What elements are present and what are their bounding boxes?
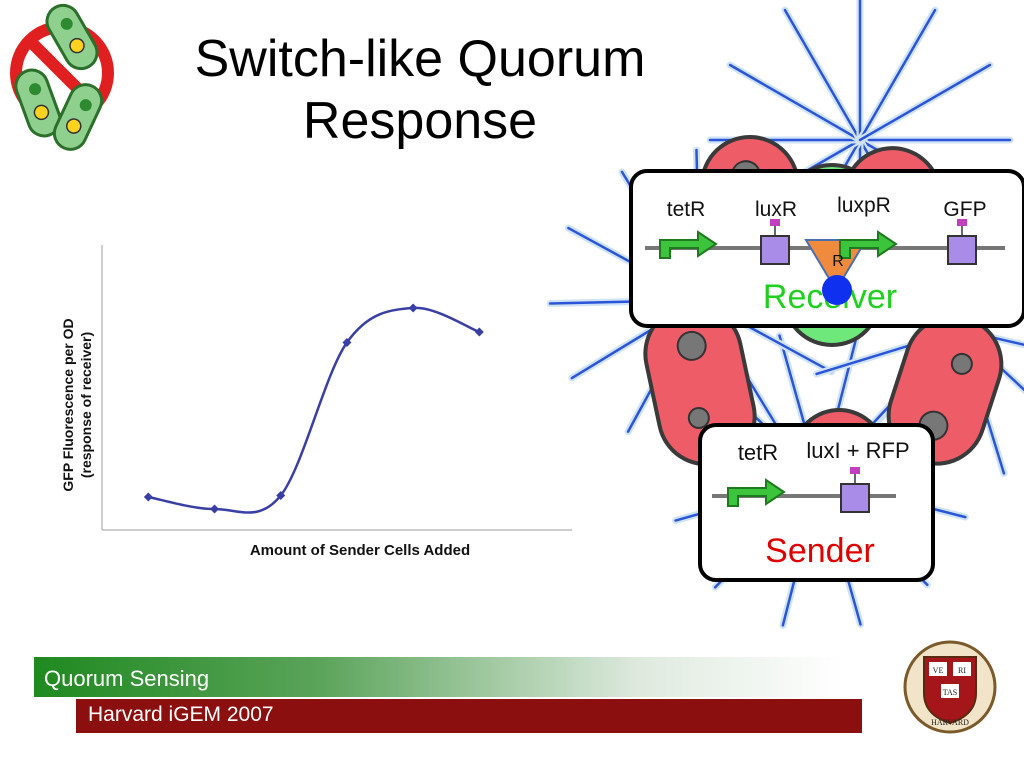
lightbulb-icon [66, 118, 82, 134]
terminator-cap [850, 467, 860, 474]
sender-gene-label-1: tetR [738, 440, 778, 465]
bacterium-body [45, 3, 99, 71]
gene-box [760, 235, 790, 265]
sender-construct-box: tetR luxI + RFP Sender [698, 423, 935, 582]
seal-book-icon [953, 662, 971, 676]
seal-motto-3: TAS [943, 688, 957, 697]
data-point-2 [210, 504, 220, 514]
y-axis-label-line-1: GFP Fluorescence per OD [60, 318, 76, 491]
sender-label: Sender [765, 532, 875, 570]
x-axis-label: Amount of Sender Cells Added [250, 542, 470, 559]
promoter-arrow-icon [659, 230, 718, 259]
igem-logo [10, 3, 114, 151]
data-point-1 [143, 492, 153, 502]
receiver-gene-label-2: luxR [755, 198, 797, 221]
bacterium-body [14, 68, 62, 138]
seal-name: HARVARD [931, 718, 969, 727]
quorum-response-chart: GFP Fluorescence per OD(response of rece… [60, 245, 572, 559]
seal-book-icon [941, 684, 959, 698]
footer-bar [34, 657, 844, 697]
gene-box [947, 235, 977, 265]
sender-gene-label-2: luxI + RFP [806, 438, 909, 463]
data-point-4 [342, 338, 352, 347]
sender-box-border [698, 423, 935, 582]
data-point-6 [474, 327, 484, 337]
logo-bacterium-3 [52, 83, 104, 151]
virus-icon [687, 406, 710, 429]
receiver-gene-label-4: GFP [943, 198, 986, 221]
virus-icon [79, 99, 92, 112]
receiver-gene-label-3: luxpR [837, 194, 891, 217]
virus-icon [950, 352, 973, 375]
slide-title: Switch-like Quorum Response [150, 28, 690, 152]
virus-icon [60, 17, 73, 30]
virus-icon [676, 330, 707, 361]
logo-bacterium-1 [45, 3, 99, 71]
y-axis-label-line-2: (response of receiver) [78, 332, 94, 478]
terminator-cap [957, 219, 967, 226]
repressor-label: R [832, 253, 844, 270]
promoter-arrow-icon [727, 478, 786, 507]
data-point-3 [276, 491, 286, 500]
seal-motto-2: RI [958, 666, 966, 675]
series-line [148, 306, 480, 514]
gene-box [840, 483, 870, 513]
logo-bacterium-2 [14, 68, 62, 138]
footer-subtitle: Harvard iGEM 2007 [88, 703, 274, 726]
receiver-gene-label-1: tetR [667, 198, 706, 221]
burst-ray [858, 8, 937, 142]
luxi-rfp-gene-part [840, 467, 870, 513]
virus-icon [29, 83, 42, 96]
seal-book-icon [929, 662, 947, 676]
luxr-gene-part [760, 219, 790, 265]
harvard-seal: VE RI TAS HARVARD [903, 640, 997, 734]
burst-ray [783, 8, 862, 142]
receiver-construct-box: tetRluxRluxpRGFPReceiverR [629, 169, 1024, 328]
seal-motto-1: VE [933, 666, 944, 675]
burst-ray [728, 63, 862, 142]
inducer-molecule-icon [822, 275, 852, 305]
gfp-gene-part [947, 219, 977, 265]
luxpr-promoter-icon [839, 230, 898, 259]
title-line-2: Response [302, 92, 538, 150]
terminator-cap [770, 219, 780, 226]
burst-ray [858, 63, 992, 142]
y-axis-label: GFP Fluorescence per OD(response of rece… [60, 318, 94, 491]
footer-label: Quorum Sensing [44, 666, 210, 691]
lightbulb-icon [33, 104, 50, 121]
title-line-1: Switch-like Quorum [194, 30, 646, 88]
lightbulb-icon [69, 37, 85, 54]
data-point-5 [408, 303, 418, 313]
footer-subbar [76, 699, 862, 733]
